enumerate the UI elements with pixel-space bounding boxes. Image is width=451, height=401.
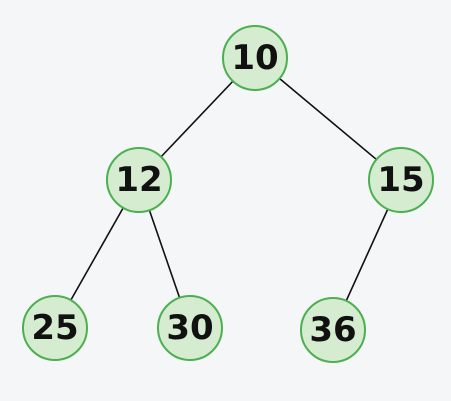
node-30: 30 [157,295,223,361]
node-25: 25 [22,295,88,361]
node-10: 10 [222,25,288,91]
node-15: 15 [368,147,434,213]
node-36: 36 [300,297,366,363]
node-12: 12 [106,147,172,213]
